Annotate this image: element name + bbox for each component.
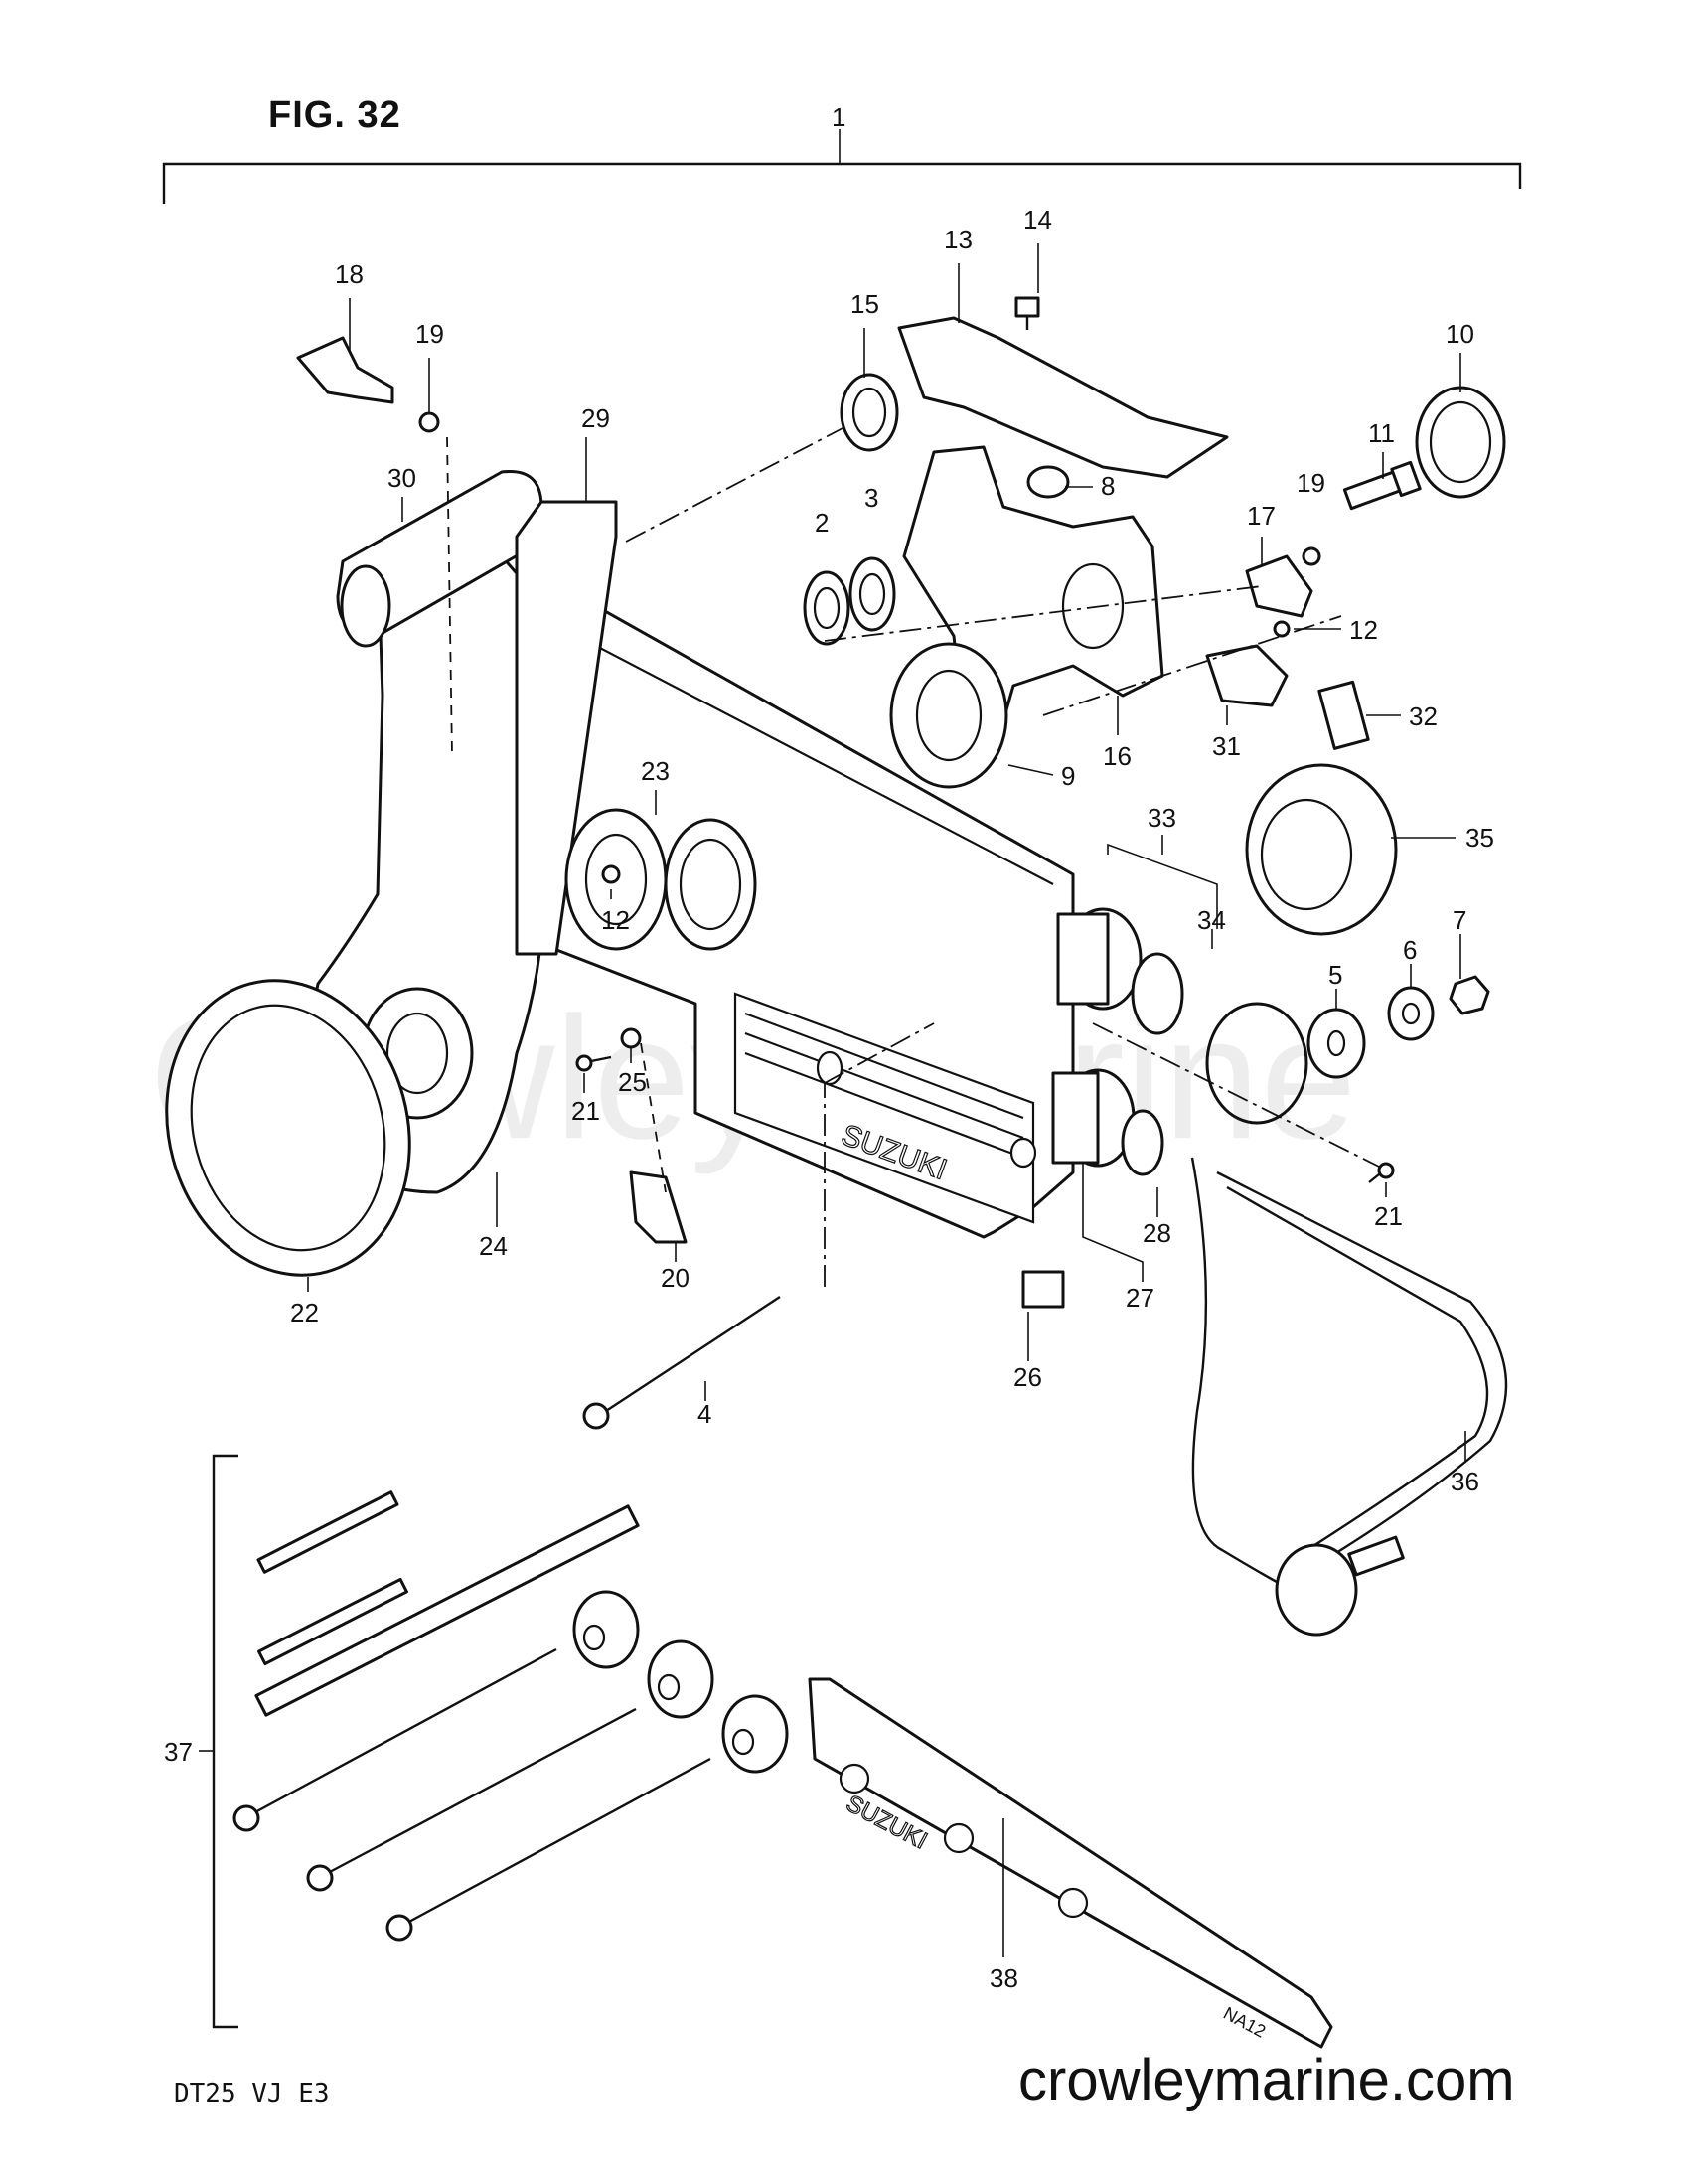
callout-24: 24 xyxy=(479,1231,508,1261)
callout-22: 22 xyxy=(290,1298,319,1327)
callout-17: 17 xyxy=(1247,501,1276,531)
callout-29: 29 xyxy=(581,403,610,433)
screw-12-left xyxy=(601,864,621,884)
callout-6: 6 xyxy=(1403,935,1417,965)
clip-19-left xyxy=(418,411,440,433)
callout-38: 38 xyxy=(990,1963,1018,1993)
cable-tie-short-1 xyxy=(256,1490,399,1574)
callout-13: 13 xyxy=(944,225,973,254)
knob-18 xyxy=(296,336,394,404)
washer-6 xyxy=(1387,986,1435,1041)
kit-bracket xyxy=(212,1454,238,2029)
switch-cover-35 xyxy=(1245,763,1398,936)
bushing-3 xyxy=(848,556,896,632)
screw-12-right xyxy=(1273,620,1291,638)
callout-4: 4 xyxy=(697,1399,711,1429)
callout-12-left: 12 xyxy=(601,905,630,935)
control-lever-arm xyxy=(310,515,543,1194)
model-code: DT25 VJ E3 xyxy=(174,2079,330,2108)
callout-37: 37 xyxy=(164,1737,193,1767)
website-link[interactable]: crowleymarine.com xyxy=(1018,2048,1515,2112)
callout-36: 36 xyxy=(1451,1467,1479,1496)
callout-21-right: 21 xyxy=(1374,1201,1403,1231)
gear-cam xyxy=(564,808,757,951)
callout-1: 1 xyxy=(832,102,845,132)
washer-9 xyxy=(889,642,1008,789)
control-box-housing: SUZUKI xyxy=(535,604,1075,1239)
kit-spacer-2 xyxy=(647,1639,714,1719)
cable-tie-long xyxy=(254,1504,640,1717)
lever-hub-16 xyxy=(1061,562,1125,650)
callout-28: 28 xyxy=(1143,1218,1171,1248)
callout-11: 11 xyxy=(1368,418,1395,448)
callout-34: 34 xyxy=(1197,905,1226,935)
long-bolt-4 xyxy=(582,1295,781,1430)
callout-12-right: 12 xyxy=(1349,615,1378,645)
clip-8 xyxy=(1026,465,1070,499)
callout-7: 7 xyxy=(1453,905,1466,935)
callout-33: 33 xyxy=(1148,803,1176,833)
screw-14 xyxy=(1014,296,1040,330)
cover-plate-20 xyxy=(629,1170,688,1244)
micro-switch-32 xyxy=(1317,680,1370,750)
figure-title: FIG. 32 xyxy=(268,94,401,136)
callout-30: 30 xyxy=(387,463,416,493)
callout-25: 25 xyxy=(618,1067,647,1097)
kit-bolt-1 xyxy=(232,1647,557,1832)
callout-5: 5 xyxy=(1328,960,1342,990)
callout-10: 10 xyxy=(1446,319,1474,349)
callout-19-right: 19 xyxy=(1297,468,1325,498)
callout-14: 14 xyxy=(1023,205,1052,234)
cable-tie-short-2 xyxy=(257,1577,408,1666)
lanyard-cable-36 xyxy=(1190,1157,1508,1637)
callout-19-left: 19 xyxy=(415,319,444,349)
callout-15: 15 xyxy=(850,289,879,319)
cap-26 xyxy=(1021,1270,1065,1309)
bolt-11 xyxy=(1342,460,1422,511)
callout-31: 31 xyxy=(1212,731,1241,761)
callout-18: 18 xyxy=(335,259,364,289)
callout-27: 27 xyxy=(1126,1283,1154,1313)
kit-spacer-1 xyxy=(572,1590,640,1669)
kit-spacer-3 xyxy=(721,1694,789,1774)
switch-holder-17 xyxy=(1245,554,1313,618)
screw-21-right xyxy=(1368,1162,1395,1183)
callout-16: 16 xyxy=(1103,741,1132,771)
throttle-arm-13 xyxy=(897,316,1229,479)
callout-8: 8 xyxy=(1101,471,1115,501)
lever-cover xyxy=(165,979,411,1277)
nut-7 xyxy=(1449,975,1490,1015)
kit-bolt-2 xyxy=(306,1707,637,1892)
assembly-bracket xyxy=(162,162,1522,204)
washer-25 xyxy=(620,1027,642,1049)
callout-35: 35 xyxy=(1465,823,1494,853)
lever-plate-29 xyxy=(515,500,618,956)
callout-3: 3 xyxy=(864,483,878,513)
callout-21-left: 21 xyxy=(571,1096,600,1126)
bushing-2 xyxy=(803,570,850,646)
callout-9: 9 xyxy=(1061,761,1075,791)
switch-arm-31 xyxy=(1205,644,1289,707)
seal-15 xyxy=(840,373,899,452)
callout-20: 20 xyxy=(661,1263,690,1293)
cover-10 xyxy=(1415,386,1506,499)
clip-19-right xyxy=(1302,546,1321,566)
screw-21-left xyxy=(575,1054,612,1072)
kit-bolt-3 xyxy=(385,1757,711,1942)
stop-switch-assembly xyxy=(1056,907,1308,1125)
callout-26: 26 xyxy=(1013,1362,1042,1392)
callout-2: 2 xyxy=(815,508,829,538)
callout-23: 23 xyxy=(641,756,670,786)
spacer-5 xyxy=(1306,1008,1366,1079)
callout-32: 32 xyxy=(1409,702,1438,731)
key-switch-27 xyxy=(1051,1068,1164,1176)
